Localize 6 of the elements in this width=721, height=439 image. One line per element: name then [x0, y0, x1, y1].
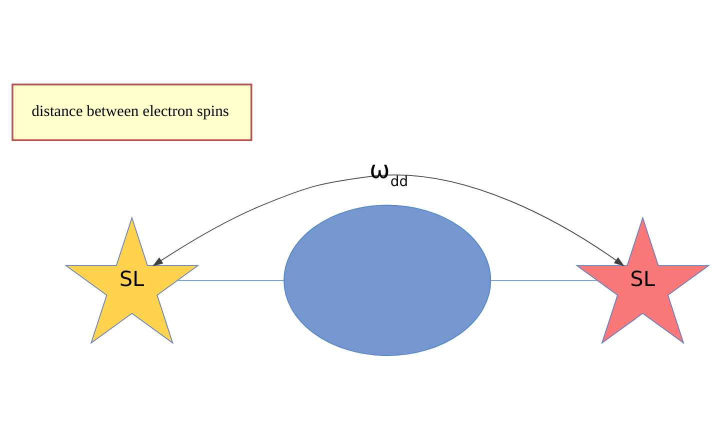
connector	[177, 279, 284, 280]
node-box: distance between electron spins	[12, 83, 252, 140]
node-ellipse	[284, 204, 492, 356]
edge-label: ω$_{dd}$	[370, 154, 408, 190]
arrow	[152, 174, 624, 266]
connector	[490, 279, 598, 280]
